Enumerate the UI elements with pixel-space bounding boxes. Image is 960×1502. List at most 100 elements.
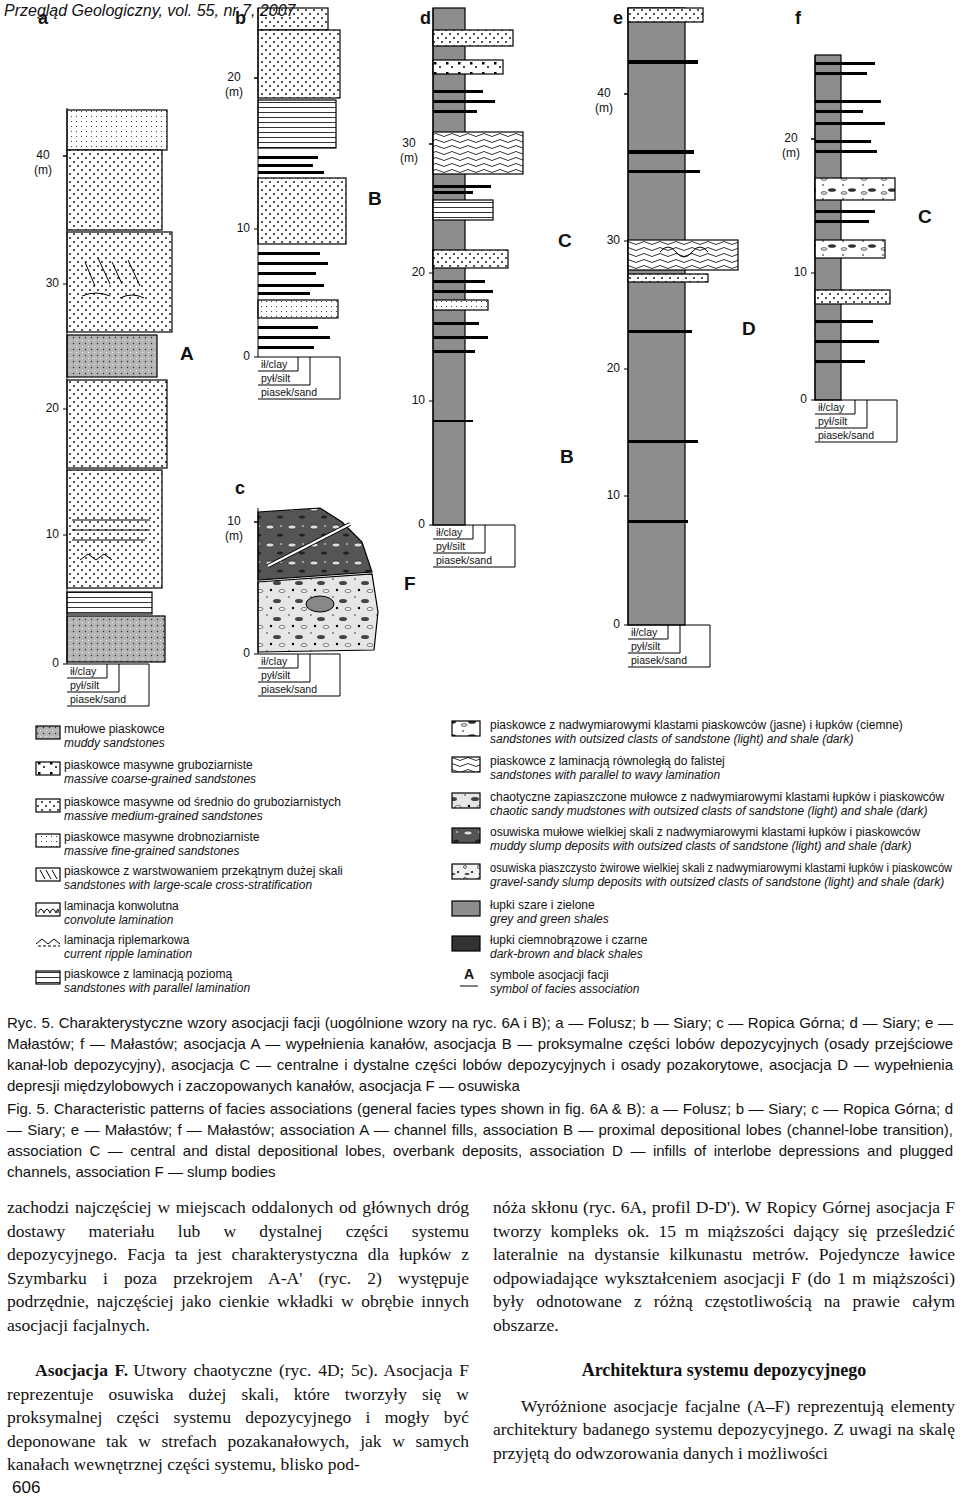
- axis-line: [624, 625, 628, 626]
- scale-number: 10: [393, 393, 425, 408]
- axis-line: [429, 273, 433, 274]
- grain-size-label: pył/silt: [818, 415, 847, 427]
- axis-line: [107, 664, 108, 678]
- axis-line: [67, 108, 68, 664]
- legend-translation: sandstones with parallel to wavy laminat…: [490, 768, 720, 782]
- legend-text: łupki ciemnobrązowe i czarne: [490, 933, 647, 947]
- legend-symbol: A: [464, 966, 474, 982]
- axis-line: [254, 522, 258, 523]
- grain-size-label: ił/clay: [261, 655, 287, 667]
- axis-line: [628, 667, 710, 668]
- axis-line: [433, 8, 434, 525]
- legend-text: laminacja riplemarkowa: [64, 933, 189, 947]
- legend-text: piaskowce masywne od średnio do grubozia…: [64, 795, 341, 809]
- axis-line: [340, 357, 341, 399]
- axis-line: [429, 525, 433, 526]
- axis-line: [258, 654, 340, 655]
- axis-line: [473, 525, 474, 539]
- axis-line: [429, 144, 433, 145]
- grain-size-label: pył/silt: [70, 679, 99, 691]
- section-heading: Architektura systemu depozycyjnego: [493, 1359, 955, 1383]
- panel-letter: c: [235, 478, 245, 499]
- axis-line: [811, 139, 815, 140]
- axis-line: [433, 539, 473, 540]
- axis-line: [340, 654, 341, 696]
- axis-line: [63, 664, 67, 665]
- legend-translation: gravel-sandy slump deposits with outsize…: [490, 875, 944, 889]
- grain-size-label: pył/silt: [261, 372, 290, 384]
- axis-line: [433, 525, 515, 526]
- axis-line: [63, 156, 67, 157]
- scale-number: 10: [775, 265, 807, 280]
- legend-translation: grey and green shales: [490, 912, 609, 926]
- legend-text: osuwiska piaszczysto żwirowe wielkiej sk…: [490, 861, 952, 875]
- grain-size-label: piasek/sand: [818, 429, 874, 441]
- axis-line: [67, 664, 149, 665]
- axis-line: [298, 357, 299, 371]
- axis-line: [811, 273, 815, 274]
- scale-number: 10 (m): [218, 514, 250, 544]
- grain-size-label: pył/silt: [436, 540, 465, 552]
- axis-line: [628, 8, 629, 625]
- legend-translation: sandstones with parallel lamination: [64, 981, 250, 995]
- scale-number: 40 (m): [27, 148, 59, 178]
- axis-line: [258, 399, 340, 400]
- axis-line: [67, 692, 119, 693]
- grain-size-label: piasek/sand: [261, 386, 317, 398]
- grain-size-label: piasek/sand: [631, 654, 687, 666]
- axis-line: [149, 664, 150, 706]
- axis-line: [63, 156, 67, 157]
- scale-number: 0: [218, 646, 250, 661]
- legend-text: osuwiska mułowe wielkiej skali z nadwymi…: [490, 825, 920, 839]
- axis-line: [628, 653, 680, 654]
- axis-line: [867, 400, 868, 428]
- legend-translation: massive coarse-grained sandstones: [64, 772, 256, 786]
- axis-line: [433, 567, 515, 568]
- grain-size-label: ił/clay: [631, 626, 657, 638]
- axis-line: [815, 428, 867, 429]
- axis-line: [310, 654, 311, 682]
- panel-letter: b: [235, 8, 246, 29]
- association-letter: B: [560, 446, 574, 468]
- axis-line: [254, 78, 258, 79]
- axis-line: [668, 625, 669, 639]
- axis-line: [429, 144, 433, 145]
- legend-text: symbole asocjacji facji: [490, 968, 609, 982]
- association-letter: F: [404, 573, 416, 595]
- page-number: 606: [12, 1478, 40, 1498]
- panel-letter: f: [795, 8, 801, 29]
- axis-line: [310, 357, 311, 385]
- legend-text: piaskowce masywne gruboziarniste: [64, 758, 253, 772]
- axis-line: [298, 654, 299, 668]
- scale-number: 20: [27, 401, 59, 416]
- association-letter: D: [742, 318, 756, 340]
- scale-number: 20: [588, 361, 620, 376]
- axis-line: [811, 400, 815, 401]
- axis-line: [710, 625, 711, 667]
- axis-line: [811, 139, 815, 140]
- axis-line: [855, 400, 856, 414]
- body-paragraph: zachodzi najczęściej w miejscach oddalon…: [7, 1196, 469, 1337]
- legend-text: piaskowce masywne drobnoziarniste: [64, 830, 259, 844]
- body-paragraph: nóża skłonu (ryc. 6A, profil D-D'). W Ro…: [493, 1196, 955, 1337]
- legend-translation: muddy sandstones: [64, 736, 165, 750]
- body-paragraph: Asocjacja F.Utwory chaotyczne (ryc. 4D; …: [7, 1359, 469, 1477]
- axis-line: [680, 625, 681, 653]
- scale-number: 20 (m): [775, 131, 807, 161]
- legend-translation: symbol of facies association: [490, 982, 639, 996]
- axis-line: [67, 678, 107, 679]
- legend-text: laminacja konwolutna: [64, 899, 179, 913]
- scale-number: 0: [588, 617, 620, 632]
- axis-line: [515, 525, 516, 567]
- panel-letter: d: [420, 8, 431, 29]
- scale-number: 0: [393, 517, 425, 532]
- grain-size-label: pył/silt: [261, 669, 290, 681]
- grain-size-label: ił/clay: [818, 401, 844, 413]
- legend-text: mułowe piaskowce: [64, 722, 165, 736]
- scale-number: 20 (m): [218, 70, 250, 100]
- axis-line: [485, 525, 486, 553]
- legend-translation: massive fine-grained sandstones: [64, 844, 239, 858]
- axis-line: [628, 625, 710, 626]
- axis-line: [429, 401, 433, 402]
